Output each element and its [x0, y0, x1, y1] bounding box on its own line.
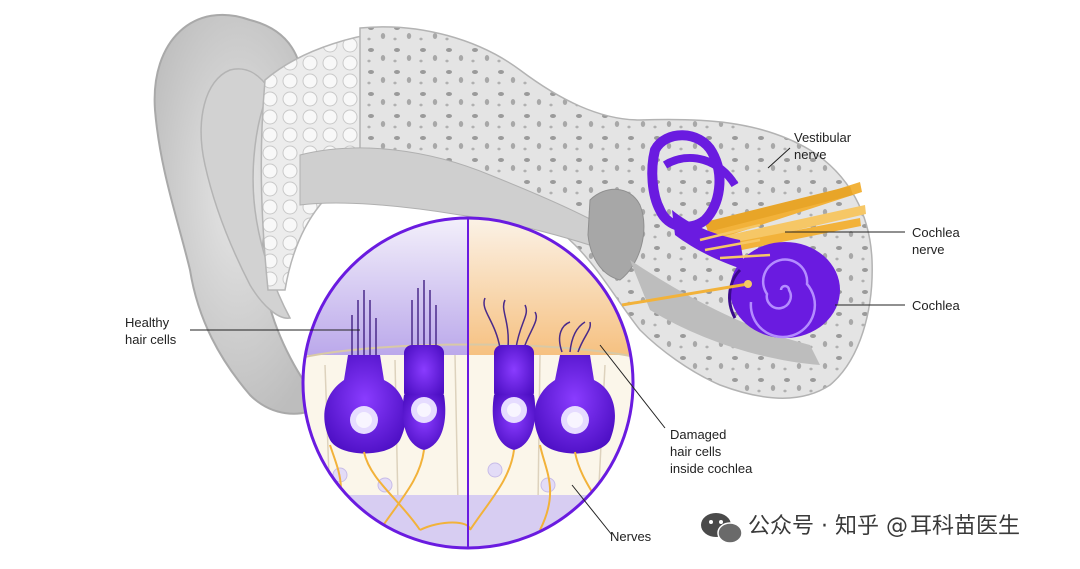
zoom-point: [744, 280, 752, 288]
nerve-bundle: [705, 182, 866, 254]
watermark-name: 耳科苗医生: [910, 514, 1020, 539]
watermark: 公众号 · 知乎 @ 耳科苗医生: [701, 513, 1020, 544]
label-damaged-line3: inside cochlea: [670, 461, 753, 476]
damaged-cell-1: [483, 297, 537, 450]
label-cochlea-nerve-line2: nerve: [912, 242, 945, 257]
healthy-cell-1: [324, 290, 406, 454]
nerve-fibers: [699, 223, 771, 260]
label-cochlea: Cochlea: [912, 298, 960, 313]
label-vestibular-nerve-line1: Vestibular: [794, 130, 852, 145]
label-nerves: Nerves: [610, 529, 652, 544]
healthy-band: [303, 218, 468, 360]
damaged-cell-2: [534, 321, 615, 454]
cochlea-spiral: [728, 242, 840, 339]
magnified-view: [301, 216, 635, 550]
wechat-icon: [701, 513, 743, 544]
healthy-cell-2: [402, 280, 446, 450]
watermark-prefix: 公众号 · 知乎 @: [748, 514, 908, 539]
magnifier-ring: [301, 216, 635, 550]
inner-ear: [647, 130, 840, 339]
label-healthy-line2: hair cells: [125, 332, 177, 347]
leader-lines: [190, 147, 905, 536]
label-healthy-line1: Healthy: [125, 315, 170, 330]
label-vestibular-nerve-line2: nerve: [794, 147, 827, 162]
label-damaged-line1: Damaged: [670, 427, 726, 442]
zoom-connector: [621, 282, 749, 307]
label-damaged-line2: hair cells: [670, 444, 722, 459]
label-cochlea-nerve-line1: Cochlea: [912, 225, 960, 240]
nerve-lines: [329, 444, 611, 531]
